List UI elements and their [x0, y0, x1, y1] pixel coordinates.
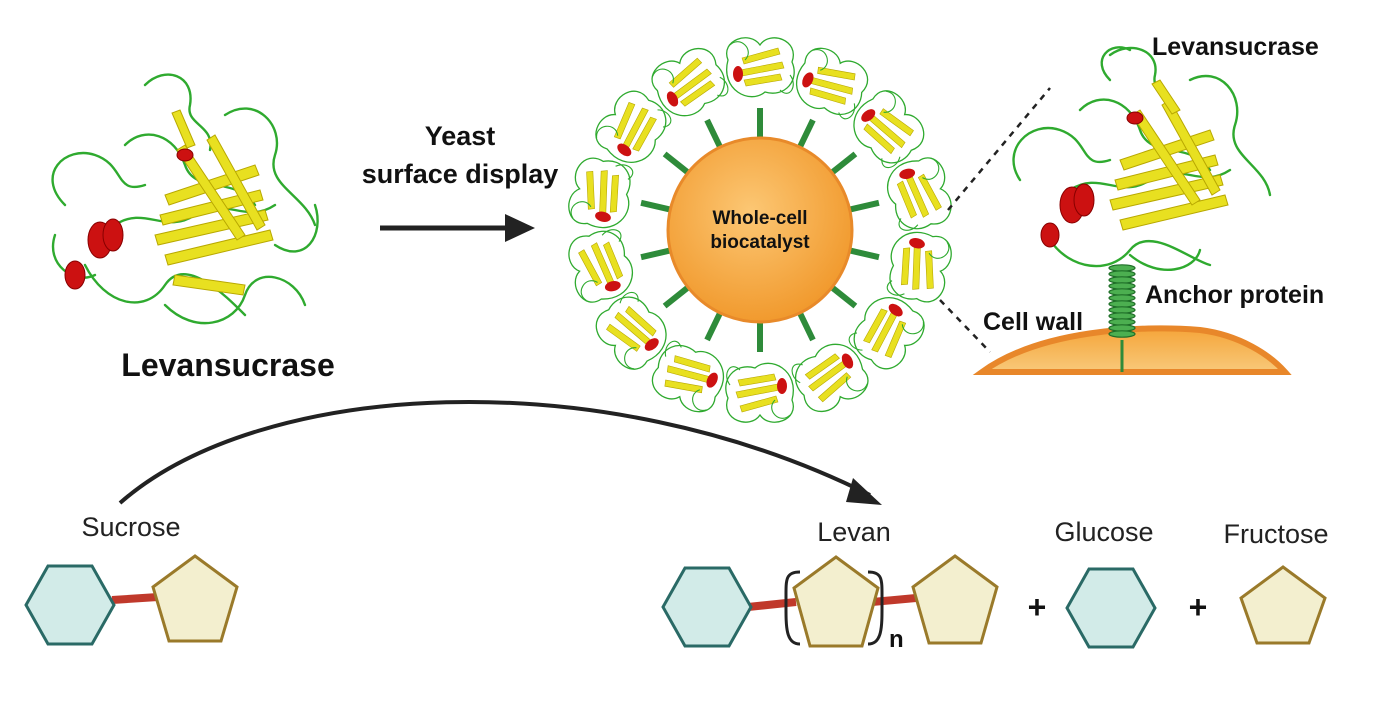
displayed-enzyme: [886, 231, 952, 303]
cell-wall-label: Cell wall: [983, 308, 1083, 336]
sucrose-fructose-pentagon: [151, 554, 239, 643]
yeast-cell: [666, 136, 854, 324]
sucrose-bond: [111, 593, 159, 604]
anchor-spoke: [797, 118, 816, 149]
levansucrase-structure-left: [51, 73, 319, 325]
arrow-label-line1: Yeast: [425, 121, 496, 151]
displayed-enzyme: [595, 90, 672, 163]
repeat-bracket-left: [784, 570, 801, 646]
anchor-spokes: [640, 108, 880, 352]
displayed-enzyme: [725, 362, 794, 423]
anchor-spoke: [849, 247, 880, 261]
reaction-arrow: [118, 400, 871, 505]
displayed-enzyme: [887, 157, 952, 231]
displayed-levansucrase-ring: [568, 37, 952, 423]
sucrose-glucose-hexagon: [24, 564, 116, 646]
anchor-spoke: [849, 199, 880, 213]
glucose-hexagon: [1065, 567, 1157, 649]
plus-sign-2: +: [1189, 589, 1208, 625]
levan-label: Levan: [817, 517, 891, 547]
levan-glucose-hexagon: [661, 566, 753, 648]
displayed-enzyme: [651, 340, 725, 413]
anchor-coil-turn: [1108, 330, 1136, 338]
sucrose-label: Sucrose: [81, 512, 180, 542]
anchor-spoke: [704, 311, 723, 342]
cell-label-line1: Whole-cell: [712, 208, 807, 229]
levan-bond-2: [871, 594, 917, 606]
fructose-pentagon: [1239, 565, 1327, 645]
zoom-lines: [939, 87, 1051, 353]
whole-cell-biocatalyst: Whole-cell biocatalyst: [568, 37, 952, 423]
glucose-label: Glucose: [1054, 517, 1153, 547]
display-arrow: [380, 214, 535, 242]
anchor-protein-label: Anchor protein: [1145, 281, 1324, 309]
cell-label-line2: biocatalyst: [710, 232, 810, 253]
zoom-inset: Levansucrase Anchor protein Cell wall: [972, 33, 1324, 375]
repeat-n: n: [889, 626, 904, 653]
sucrose-molecule: [24, 554, 239, 646]
levan-end-pentagon: [911, 554, 999, 645]
levansucrase-right-label: Levansucrase: [1152, 33, 1319, 61]
displayed-enzyme: [795, 47, 869, 120]
anchor-spoke: [704, 118, 723, 149]
displayed-enzyme: [651, 48, 729, 117]
anchor-spoke: [797, 311, 816, 342]
anchor-spoke: [662, 151, 690, 175]
anchor-spoke: [662, 285, 690, 309]
cell-wall-arc: [972, 325, 1292, 375]
anchor-protein-coil: [1108, 264, 1136, 338]
arrow-label-line2: surface display: [362, 159, 559, 189]
levansucrase-structure-right: [1012, 46, 1272, 271]
displayed-enzyme: [791, 343, 869, 412]
levan-repeat-pentagon: [792, 555, 880, 648]
displayed-enzyme: [853, 90, 925, 169]
displayed-enzyme: [595, 291, 667, 370]
displayed-enzyme: [568, 229, 633, 303]
fructose-label: Fructose: [1223, 519, 1328, 549]
anchor-spoke: [640, 199, 671, 213]
levansucrase-left-label: Levansucrase: [121, 347, 334, 383]
anchor-spoke: [830, 151, 858, 175]
levan-molecule: n: [661, 554, 999, 653]
displayed-enzyme: [848, 297, 925, 370]
anchor-spoke: [830, 285, 858, 309]
plus-sign-1: +: [1028, 589, 1047, 625]
displayed-enzyme: [726, 37, 795, 98]
displayed-enzyme: [568, 157, 634, 229]
repeat-bracket-right: [867, 570, 884, 646]
levan-bond-1: [747, 598, 797, 611]
reaction-arrowhead: [846, 478, 882, 505]
anchor-spoke: [640, 247, 671, 261]
